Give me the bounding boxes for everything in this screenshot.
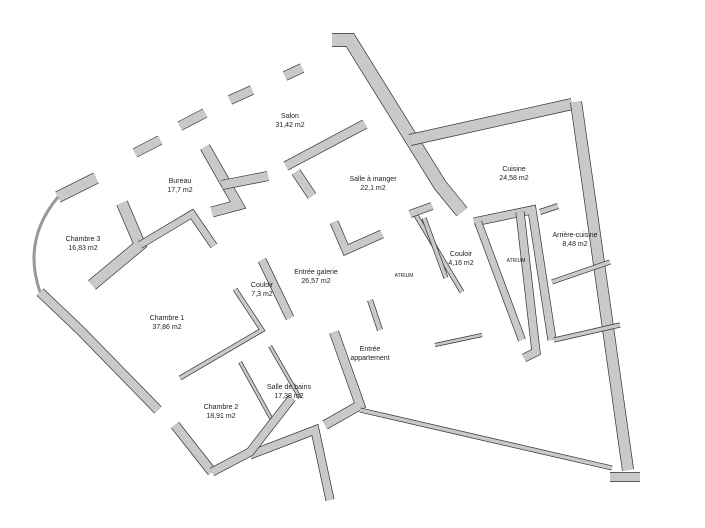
wall-segment bbox=[553, 323, 621, 342]
wall-segment bbox=[408, 98, 574, 146]
wall-segment bbox=[516, 211, 541, 362]
wall-segment bbox=[330, 220, 384, 256]
wall-segment bbox=[570, 101, 634, 471]
bay-window-arc bbox=[32, 196, 60, 293]
wall-segment bbox=[228, 86, 254, 104]
room-entree-galerie: Entrée galerie 26,57 m2 bbox=[294, 268, 338, 286]
room-area: 17,38 m2 bbox=[274, 393, 304, 400]
room-salle-a-manger: Salle à manger 22,1 m2 bbox=[349, 175, 396, 193]
wall-segment bbox=[133, 136, 162, 157]
wall-segment bbox=[268, 345, 302, 399]
room-chambre-3: Chambre 3 16,83 m2 bbox=[66, 235, 101, 253]
wall-segment bbox=[200, 144, 246, 217]
wall-segment bbox=[138, 209, 217, 248]
room-name: Couloir bbox=[250, 282, 274, 289]
room-name: Chambre 3 bbox=[65, 236, 101, 243]
wall-segment bbox=[292, 169, 316, 199]
room-name: Salle de bains bbox=[267, 384, 311, 391]
room-area: 8,48 m2 bbox=[562, 241, 588, 248]
wall-segment bbox=[422, 217, 448, 279]
wall-segment bbox=[248, 424, 334, 501]
wall-segment bbox=[171, 422, 216, 475]
room-name: Bureau bbox=[168, 178, 192, 185]
wall-segment bbox=[551, 260, 611, 284]
room-couloir-1: Couloir 4,16 m2 bbox=[448, 250, 473, 268]
wall-segment bbox=[37, 288, 162, 414]
wall-segment bbox=[258, 258, 294, 320]
wall-segment bbox=[210, 395, 295, 476]
wall-segment bbox=[539, 203, 559, 215]
room-name: Arrière-cuisine bbox=[552, 232, 598, 239]
room-area: 18,91 m2 bbox=[206, 413, 236, 420]
room-area: 4,16 m2 bbox=[448, 260, 474, 267]
room-name: Chambre 1 bbox=[149, 315, 185, 322]
room-chambre-2: Chambre 2 18,91 m2 bbox=[204, 403, 239, 421]
wall-segment bbox=[474, 220, 526, 342]
room-name: Salon bbox=[281, 113, 299, 120]
room-area: 37,86 m2 bbox=[152, 324, 182, 331]
room-area: 31,42 m2 bbox=[275, 122, 305, 129]
wall-segment bbox=[283, 120, 368, 170]
room-name: Entrée galerie bbox=[294, 269, 338, 276]
wall-segment bbox=[332, 33, 467, 216]
room-area: 24,58 m2 bbox=[499, 175, 529, 182]
room-arriere-cuisine: Arrière-cuisine 8,48 m2 bbox=[552, 231, 597, 249]
wall-segment bbox=[55, 173, 99, 202]
room-area: 16,83 m2 bbox=[68, 245, 98, 252]
room-area: 26,57 m2 bbox=[301, 278, 331, 285]
room-name: Couloir bbox=[449, 251, 473, 258]
room-name: Salle à manger bbox=[349, 176, 397, 183]
room-name: Chambre 2 bbox=[203, 404, 239, 411]
room-area: 7,3 m2 bbox=[251, 291, 273, 298]
room-bureau: Bureau 17,7 m2 bbox=[167, 177, 192, 195]
wall-segment bbox=[434, 333, 483, 347]
room-salle-de-bains: Salle de bains 17,38 m2 bbox=[267, 383, 311, 401]
wall-segment bbox=[359, 408, 613, 470]
wall-segment bbox=[322, 330, 366, 429]
room-name: Entrée bbox=[359, 346, 381, 353]
room-area: 17,7 m2 bbox=[167, 187, 193, 194]
room-salon: Salon 31,42 m2 bbox=[275, 112, 304, 130]
room-chambre-1: Chambre 1 37,86 m2 bbox=[150, 314, 185, 332]
wall-segment bbox=[179, 288, 265, 380]
wall-segment bbox=[178, 287, 266, 381]
wall-segment bbox=[473, 205, 556, 341]
room-cuisine: Cuisine 24,58 m2 bbox=[499, 165, 528, 183]
atrium-label-2: ATRIUM bbox=[506, 258, 526, 264]
room-area: 22,1 m2 bbox=[360, 185, 386, 192]
wall-segment bbox=[178, 109, 207, 130]
room-couloir-2: Couloir 7,3 m2 bbox=[251, 281, 273, 299]
wall-segment bbox=[238, 361, 274, 421]
room-area: appartement bbox=[350, 355, 390, 362]
wall-segment bbox=[367, 299, 383, 331]
wall-segment bbox=[408, 202, 434, 218]
wall-segment bbox=[221, 171, 269, 190]
wall-segment bbox=[283, 64, 304, 80]
room-entree-appartement: Entrée appartement bbox=[350, 345, 389, 363]
room-name: Cuisine bbox=[502, 166, 526, 173]
atrium-label-1: ATRIUM bbox=[394, 273, 414, 279]
